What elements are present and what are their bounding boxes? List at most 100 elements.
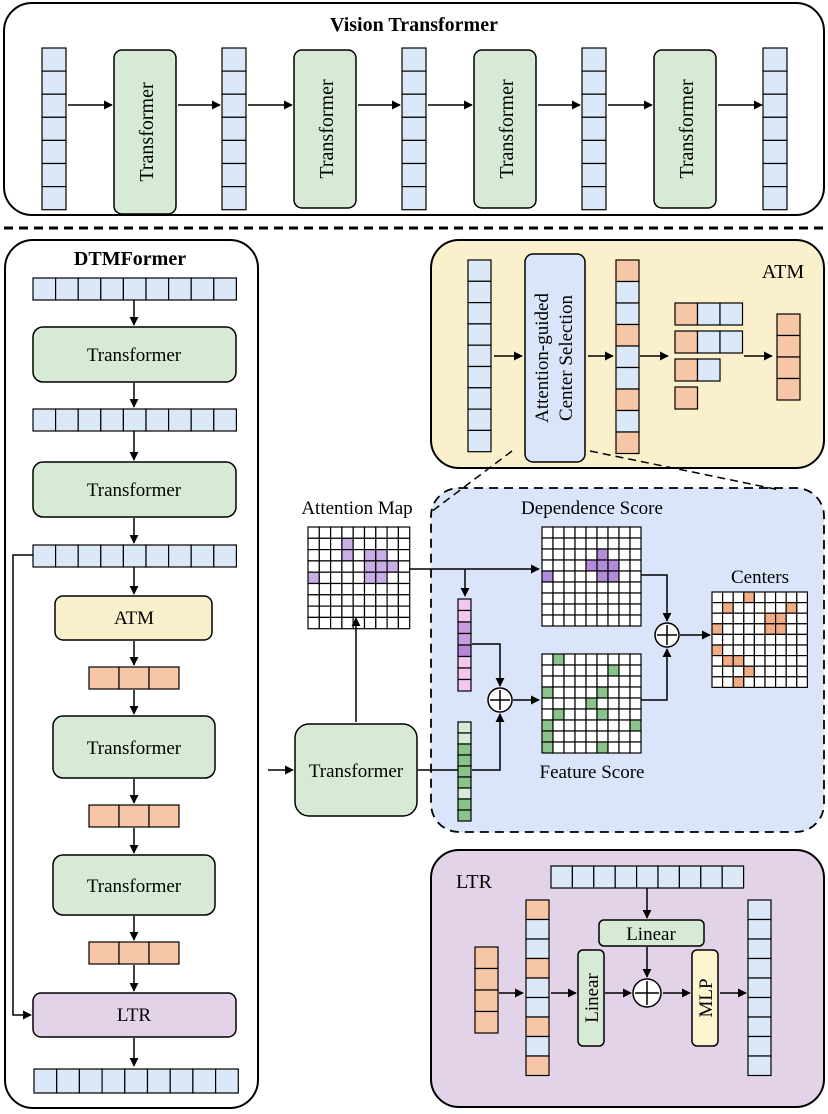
center-cell (796, 612, 808, 625)
center-cell (796, 654, 808, 667)
detail-transformer-label: Transformer (309, 761, 404, 782)
feature-score-cell (618, 719, 631, 732)
token-cell (100, 277, 125, 301)
dependence-score-cell (596, 526, 609, 539)
attention-map-cell (375, 560, 388, 573)
feature-score-cell (552, 697, 565, 710)
dependence-score-cell (585, 581, 598, 594)
token-cell (581, 116, 607, 142)
dependence-score-cell (607, 581, 620, 594)
dependence-score-cell (552, 581, 565, 594)
token-cell (615, 302, 640, 326)
zoom-line-right (589, 450, 781, 491)
center-cell (753, 591, 766, 604)
dependence-score-cell (607, 526, 620, 539)
feature-score-cell (618, 686, 631, 699)
token-cell (678, 865, 702, 889)
attention-map-cell (363, 616, 377, 630)
dependence-score-cell (541, 526, 554, 539)
center-selection-line2: Center Selection (556, 294, 577, 421)
token-cell (525, 1016, 550, 1038)
ltr-linear-label-v: Linear (582, 973, 603, 1023)
attention-map-cell (307, 571, 320, 585)
token-cell (213, 544, 238, 568)
feature-score-cell (585, 664, 598, 677)
dependence-score-cell (585, 603, 598, 616)
vit-transformer-block-1 (113, 49, 177, 215)
dependence-score-cell (618, 537, 631, 550)
token-cell (525, 996, 550, 1018)
feature-score-cell (596, 741, 609, 754)
token-cell (221, 70, 247, 95)
attention-map-cell (363, 594, 377, 607)
feature-vector-cell (457, 787, 472, 800)
vit-transformer-label-1: Transformer (136, 82, 158, 182)
center-cell (753, 665, 766, 678)
center-cell (785, 633, 798, 646)
dependence-score-cell (596, 592, 609, 605)
token-cell (221, 186, 247, 211)
center-cell (753, 612, 766, 625)
token-cell (100, 544, 125, 568)
dtm-transformer-label-3: Transformer (87, 738, 182, 759)
dependence-score-cell (618, 548, 631, 561)
ltr-linear-vertical (577, 949, 605, 1047)
feature-score-cell (618, 708, 631, 721)
token-cell (747, 996, 772, 1018)
center-cell (774, 644, 787, 657)
feature-score-cell (541, 664, 554, 677)
attention-map-cell (330, 571, 343, 585)
feature-score-cell (541, 697, 554, 710)
feature-score-cell (607, 653, 620, 666)
center-selection-line1: Attention-guided (532, 293, 553, 423)
dependence-score-cell (574, 603, 587, 616)
feature-score-cell (563, 730, 576, 743)
center-cell (743, 665, 755, 678)
attention-map-cell (318, 526, 332, 539)
dependence-score-cell (552, 537, 565, 550)
attention-map-cell (363, 560, 377, 573)
attention-map-cell (330, 548, 343, 562)
token-cell (221, 93, 247, 118)
feature-score-cell (596, 730, 609, 743)
dependence-score-cell (618, 592, 631, 605)
attention-map-cell (363, 548, 377, 562)
token-cell (525, 1035, 550, 1057)
feature-score-cell (552, 730, 565, 743)
dependence-score-cell (607, 570, 620, 583)
token-cell (747, 1035, 772, 1057)
plus-circle-icon-feature (487, 687, 513, 713)
token-cell (550, 865, 573, 889)
token-cell (747, 899, 772, 921)
token-cell (33, 1068, 58, 1094)
attention-map-cell (363, 605, 377, 618)
feature-score-cell (607, 719, 620, 732)
feature-vector-cell (457, 765, 472, 778)
attention-map-cell (307, 605, 320, 618)
center-cell (796, 633, 808, 646)
feature-score-cell (585, 708, 598, 721)
dependence-score-cell (552, 526, 565, 539)
dtmformer-section: DTMFormer Transformer Transformer ATM Tr… (4, 239, 259, 1109)
token-cell (77, 277, 102, 301)
center-cell (796, 623, 808, 635)
center-cell (732, 633, 745, 646)
dependence-score-cell (574, 526, 587, 539)
token-cell (700, 865, 723, 889)
feature-score-cell (585, 697, 598, 710)
center-cell (785, 665, 798, 678)
dtm-transformer-4 (52, 854, 216, 916)
token-cell (467, 408, 492, 432)
center-cell (774, 676, 787, 688)
token-cell (747, 938, 772, 960)
token-cell (41, 116, 67, 142)
dependence-vector-cell (457, 644, 472, 658)
attention-map-cell (318, 616, 332, 630)
token-cell (747, 1055, 772, 1077)
attention-map-cell (307, 560, 320, 573)
attention-map-cell (352, 605, 366, 618)
dependence-score-cell (563, 614, 576, 627)
attention-map-cell (307, 616, 320, 630)
center-token-cell (776, 334, 801, 358)
detail-region: Attention Map Dependence Score Centers F… (268, 450, 825, 833)
